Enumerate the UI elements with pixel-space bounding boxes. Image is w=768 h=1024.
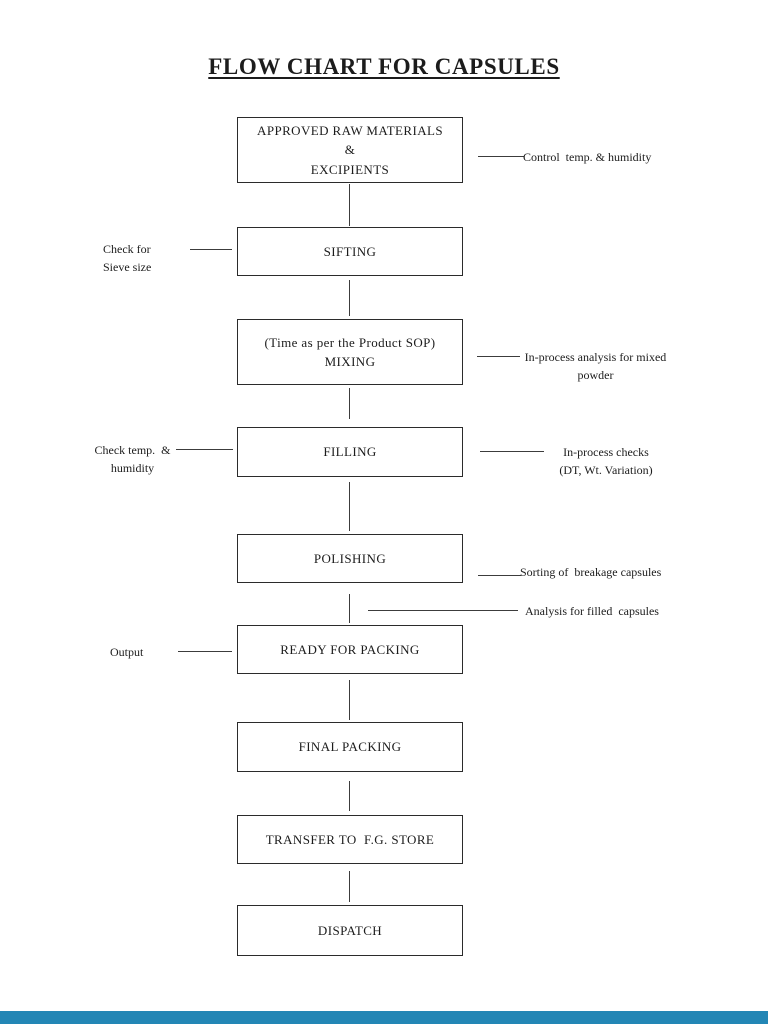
annotation-inprocess-checks-dt-wt: In-process checks (DT, Wt. Variation)	[559, 445, 653, 477]
connector-line	[349, 388, 351, 419]
annotation-leader-line	[176, 449, 233, 451]
flow-box-label: DISPATCH	[317, 922, 383, 938]
connector-line	[349, 871, 351, 902]
annotation-check-temp-humidity: Check temp. & humidity	[94, 443, 171, 475]
flow-box-final-packing: FINAL PACKING	[237, 722, 463, 772]
annotation-leader-line	[478, 575, 521, 577]
annotation-leader-line	[178, 651, 232, 653]
flow-box-label: TRANSFER TO F.G. STORE	[265, 831, 435, 847]
annotation-output: Output	[110, 645, 144, 659]
connector-line	[349, 280, 351, 316]
flow-box-sifting: SIFTING	[237, 227, 463, 276]
connector-line	[349, 680, 351, 720]
flow-box-dispatch: DISPATCH	[237, 905, 463, 956]
flow-box-approved-raw-materials: APPROVED RAW MATERIALS & EXCIPIENTS	[237, 117, 463, 183]
flow-box-label: POLISHING	[313, 550, 387, 566]
flow-box-ready-for-packing: READY FOR PACKING	[237, 625, 463, 674]
annotation-control-temp-humidity: Control temp. & humidity	[523, 150, 652, 164]
flow-box-label: FILLING	[323, 444, 377, 460]
annotation-inprocess-analysis-mixed-powder: In-process analysis for mixed powder	[524, 350, 667, 382]
flow-box-label: FINAL PACKING	[298, 739, 402, 755]
flow-box-label: APPROVED RAW MATERIALS & EXCIPIENTS	[257, 122, 443, 177]
flow-box-label: SIFTING	[323, 243, 377, 259]
footer-bar	[0, 1011, 768, 1024]
connector-line	[349, 781, 351, 811]
annotation-leader-line	[190, 249, 232, 251]
flow-box-label: (Time as per the Product SOP) MIXING	[264, 334, 436, 370]
connector-line	[349, 594, 351, 623]
flow-box-transfer-to-fg-store: TRANSFER TO F.G. STORE	[237, 815, 463, 864]
annotation-sorting-breakage-capsules: Sorting of breakage capsules	[520, 565, 662, 579]
annotation-leader-line	[477, 356, 520, 358]
flow-box-filling: FILLING	[237, 427, 463, 477]
flow-box-mixing: (Time as per the Product SOP) MIXING	[237, 319, 463, 385]
connector-line	[349, 184, 351, 226]
annotation-analysis-filled-capsules: Analysis for filled capsules	[525, 604, 659, 618]
connector-line	[349, 482, 351, 531]
flow-box-label: READY FOR PACKING	[280, 641, 420, 657]
annotation-leader-line	[368, 610, 518, 612]
page-title: FLOW CHART FOR CAPSULES	[208, 54, 560, 79]
flow-box-polishing: POLISHING	[237, 534, 463, 583]
annotation-leader-line	[480, 451, 544, 453]
annotation-leader-line	[478, 156, 524, 158]
annotation-check-for-sieve-size: Check for Sieve size	[103, 242, 152, 274]
